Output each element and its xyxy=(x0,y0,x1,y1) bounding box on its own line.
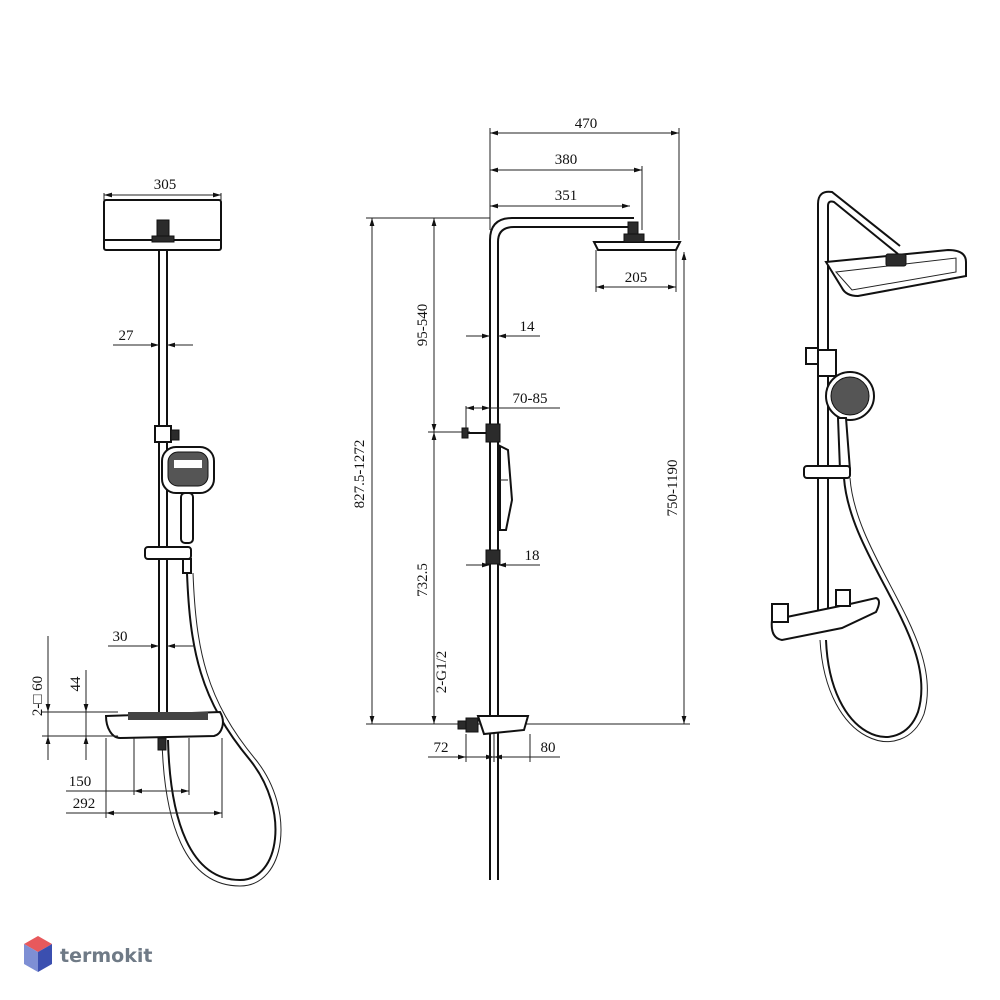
hose-front xyxy=(167,572,277,882)
dim-arm-470: 470 xyxy=(575,116,598,132)
perspective-view xyxy=(770,190,967,742)
dim-holder-18: 18 xyxy=(525,548,540,564)
slider-bracket-front xyxy=(154,425,172,443)
mixer-perspective xyxy=(770,596,880,642)
dim-inlet-height-44: 44 xyxy=(68,676,84,692)
dim-arm-380: 380 xyxy=(555,152,578,168)
dim-connection-2x60: 2-□ 60 xyxy=(30,676,46,716)
rain-shower-head-side xyxy=(592,241,682,251)
termokit-logo: termokit xyxy=(24,936,152,972)
termokit-logo-icon xyxy=(24,936,52,972)
mixer-body-side xyxy=(476,715,530,736)
dim-inlet-spacing-150: 150 xyxy=(69,774,92,790)
slider-bracket-side xyxy=(485,423,501,443)
dim-pipe-14: 14 xyxy=(520,319,536,335)
dim-slider-height: 732.5 xyxy=(415,563,431,597)
dim-head-height: 750-1190 xyxy=(665,460,681,517)
shower-arm-side xyxy=(489,217,634,880)
holder-side xyxy=(485,549,501,565)
dim-inlet-72: 72 xyxy=(434,740,449,756)
brand-name: termokit xyxy=(60,945,152,967)
dim-head-width: 305 xyxy=(154,177,177,193)
dim-thread: 2-G1/2 xyxy=(434,651,450,694)
dim-slider-range: 95-540 xyxy=(415,304,431,347)
dim-mixer-pipe-30: 30 xyxy=(113,629,128,645)
dim-slider-offset: 70-85 xyxy=(513,391,548,407)
hand-shower-holder-front xyxy=(144,546,192,560)
dim-head-205: 205 xyxy=(625,270,648,286)
rain-shower-head-perspective xyxy=(824,248,967,298)
dim-pipe-27: 27 xyxy=(119,328,135,344)
dim-mixer-width-292: 292 xyxy=(73,796,96,812)
front-view: 305 27 30 xyxy=(30,177,282,887)
dim-overall-height: 827.5-1272 xyxy=(352,440,368,509)
dim-arm-351: 351 xyxy=(555,188,578,204)
hand-shower-side xyxy=(499,444,514,531)
side-view: 470 380 351 205 827.5-1272 95-540 732.5 … xyxy=(352,116,690,880)
dim-inlet-80: 80 xyxy=(541,740,556,756)
